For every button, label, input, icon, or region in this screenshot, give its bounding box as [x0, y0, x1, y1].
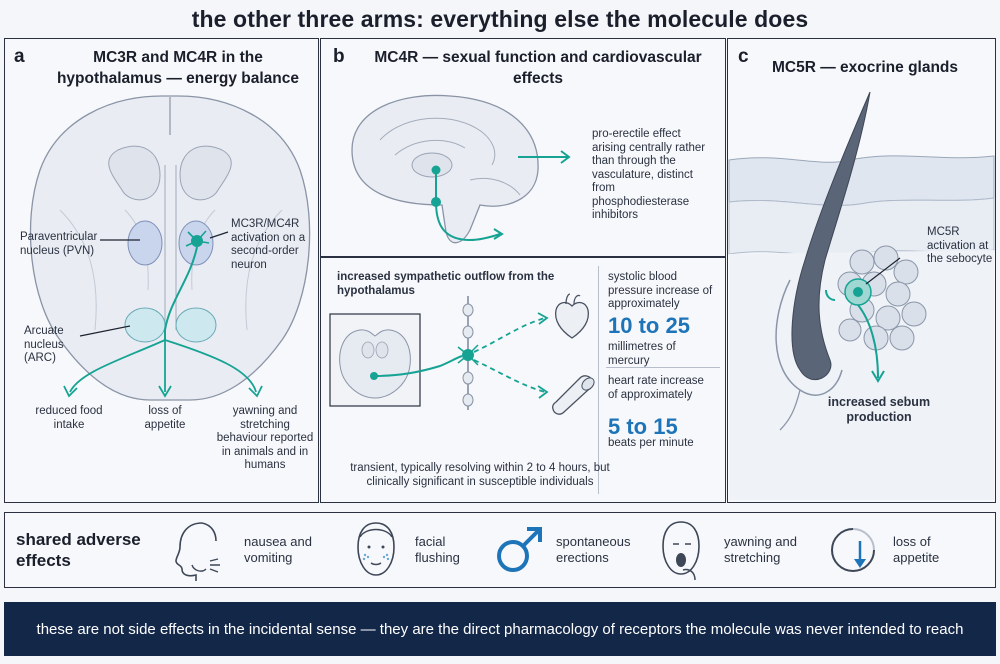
page-title: the other three arms: everything else th… [191, 6, 809, 32]
hr-label: heart rate increase of approximately [608, 375, 704, 401]
outcome-reduced-food-intake: reduced food intake [35, 405, 103, 431]
effect-flushing-label: facial flushing [415, 534, 460, 565]
conclusion-text: these are not side effects in the incide… [36, 620, 964, 638]
hr-value: 5 to 15 [608, 414, 678, 439]
panel-a-letter: a [14, 46, 25, 67]
bp-label: systolic blood pressure increase of appr… [608, 271, 713, 310]
effect-nausea-label: nausea and vomiting [244, 534, 312, 565]
bp-unit: millimetres of mercury [608, 341, 676, 367]
heart-icon [554, 293, 590, 339]
panel-b-title: MC4R — sexual function and cardiovascula… [374, 49, 702, 87]
male-symbol-icon [497, 527, 542, 572]
flushing-face-icon [357, 522, 395, 576]
appetite-dial-icon [831, 528, 875, 572]
pvn-label: Paraventricular nucleus (PVN) [20, 231, 98, 257]
conclusion-banner: these are not side effects in the incide… [4, 602, 996, 656]
nausea-icon [175, 522, 220, 581]
outcome-loss-of-appetite: loss of appetite [144, 405, 186, 431]
mc5r-activation-label: MC5R activation at the sebocyte [927, 226, 993, 265]
blood-vessel-icon [551, 375, 595, 415]
panel-c-letter: c [738, 46, 749, 67]
neuron-label: MC3R/MC4R activation on a second-order n… [231, 218, 306, 271]
sebum-outcome: increased sebum production [827, 395, 931, 424]
effect-erections-label: spontaneous erections [556, 534, 631, 565]
panel-b-letter: b [333, 46, 345, 67]
effect-yawning-label: yawning and stretching [724, 534, 797, 565]
panel-b-divider [320, 256, 726, 258]
panel-b-row-divider [606, 367, 720, 368]
bp-value: 10 to 25 [608, 313, 690, 338]
panel-a-title: MC3R and MC4R in the hypothalamus — ener… [56, 49, 300, 87]
arc-label: Arcuate nucleus (ARC) [24, 325, 64, 364]
erectile-note: pro-erectile effect arising centrally ra… [592, 128, 706, 221]
shared-title: shared adverse effects [16, 530, 141, 570]
effect-appetite-label: loss of appetite [893, 534, 940, 565]
panel-b-column-divider [598, 266, 599, 494]
transient-note: transient, typically resolving within 2 … [350, 462, 610, 488]
panel-c-title: MC5R — exocrine glands [771, 59, 959, 76]
yawning-face-icon [662, 521, 700, 581]
sympathetic-label: increased sympathetic outflow from the h… [337, 271, 555, 297]
hr-unit: beats per minute [608, 437, 694, 449]
outcome-yawning: yawning and stretching behaviour reporte… [216, 405, 314, 471]
